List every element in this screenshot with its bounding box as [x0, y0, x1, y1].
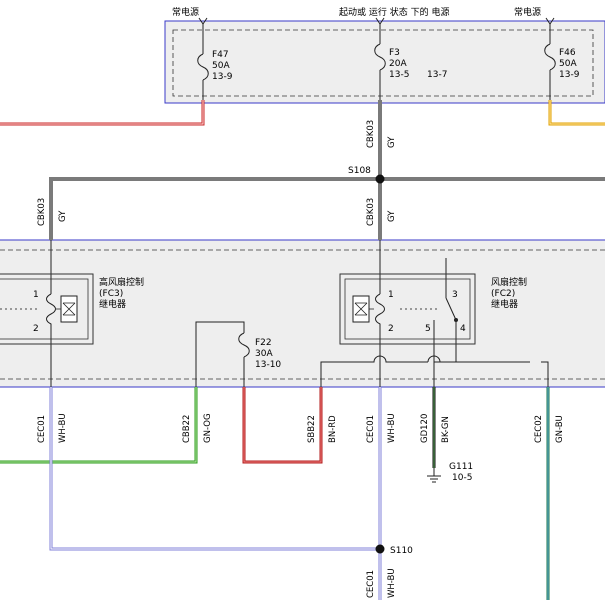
wire-thin-sbb22-route: [320, 355, 428, 387]
fuse-f46-rating: 50A: [559, 59, 577, 69]
fuse-f47-ref: 13-9: [212, 72, 233, 82]
relay-fc2-code: (FC2): [491, 289, 515, 299]
wire-cbk03-left-color: GY: [58, 210, 68, 222]
wire-gd120-circuit: GD120: [420, 414, 430, 443]
ground-name: G111: [449, 462, 473, 472]
wire-sbb22-circuit: SBB22: [307, 415, 317, 443]
wire-green-cbb22-core: [0, 387, 197, 463]
wire-cbk03-mid-circuit: CBK03: [366, 198, 376, 226]
fuse-f22-name: F22: [255, 338, 272, 348]
relay-fc2-pin3: 3: [452, 290, 458, 300]
fuse-f3-rating: 20A: [389, 59, 407, 69]
module-box: [0, 239, 605, 388]
power-label-const-right: 常电源: [514, 6, 541, 18]
fuse-f22: [238, 332, 250, 358]
wire-cbk03-top-circuit: CBK03: [366, 120, 376, 148]
wire-cec01-left-circuit: CEC01: [37, 415, 47, 443]
wire-thin-cec02-route: [440, 361, 549, 387]
wire-blue-cec01-left-core: [50, 387, 380, 550]
relay-fc2-pin2: 2: [388, 324, 394, 334]
fuse-f3-name: F3: [389, 48, 400, 58]
splice-s110-dot: [375, 544, 385, 554]
fuse-f22-ref: 13-10: [255, 360, 281, 370]
ground-symbol: [427, 468, 441, 483]
wire-cec01-bot-color: WH-BU: [387, 568, 397, 598]
splice-s108-dot: [375, 174, 385, 184]
wire-cbb22-circuit: CBB22: [182, 415, 192, 443]
wire-orange-f46: [548, 100, 605, 126]
relay-fc2-pin1: 1: [388, 290, 394, 300]
wire-green-cbb22: [0, 387, 198, 464]
wire-cbk03-left-circuit: CBK03: [37, 198, 47, 226]
wire-red-f47: [0, 100, 205, 126]
fuse-f46-name: F46: [559, 48, 576, 58]
wire-gray-bus: [49, 177, 605, 240]
wire-sbb22-color: BN-RD: [328, 415, 338, 443]
fuse-f3: [374, 23, 386, 100]
wire-red-sbb22-core: [243, 387, 322, 463]
ground-ref: 10-5: [452, 473, 472, 483]
relay-fc3-title: 高风扇控制: [99, 276, 144, 288]
fuse-f47-rating: 50A: [212, 61, 230, 71]
power-label-run-start: 起动或 运行 状态 下的 电源: [339, 6, 449, 18]
relay-fc2-pin5: 5: [425, 324, 431, 334]
wire-cbb22-color: GN-OG: [203, 413, 213, 443]
wire-cec01-mid-color: WH-BU: [387, 413, 397, 443]
fuse-f3-ref: 13-5: [389, 70, 409, 80]
wire-orange-f46-core: [549, 100, 605, 125]
relay-fc3-pin1: 1: [33, 290, 39, 300]
wire-gd120-color: BK-GN: [441, 416, 451, 443]
wire-cec01-bot-circuit: CEC01: [366, 570, 376, 598]
wire-blue-cec01-left: [49, 387, 380, 551]
wire-cec02-color: GN-BU: [555, 415, 565, 443]
splice-s108-label: S108: [348, 166, 371, 176]
relay-fc2-pin4: 4: [460, 324, 466, 334]
wire-cec01-mid-circuit: CEC01: [366, 415, 376, 443]
power-label-const-left: 常电源: [172, 6, 199, 18]
fuse-f47: [197, 23, 209, 100]
splice-s110-label: S110: [390, 546, 413, 556]
relay-fc2-type: 继电器: [491, 298, 518, 310]
wire-cec02-circuit: CEC02: [534, 415, 544, 443]
fuse-f3-ref2: 13-7: [427, 70, 447, 80]
wire-thin-cec02-hop: [427, 355, 441, 363]
fuse-f46: [544, 23, 556, 100]
relay-fc3-type: 继电器: [99, 298, 126, 310]
arrow-f46: [545, 17, 555, 25]
relay-fc3-code: (FC3): [99, 289, 123, 299]
wire-cbk03-top-color: GY: [387, 136, 397, 148]
arrow-f3: [375, 17, 385, 25]
fuse-f22-rating: 30A: [255, 349, 273, 359]
relay-fc3: [0, 273, 94, 345]
arrow-f47: [198, 17, 208, 25]
wire-cbk03-mid-color: GY: [387, 210, 397, 222]
wire-thin-f22-left: [195, 321, 245, 387]
fuse-f46-ref: 13-9: [559, 70, 580, 80]
relay-fc2-title: 风扇控制: [491, 276, 527, 288]
wire-cec01-left-color: WH-BU: [58, 413, 68, 443]
fuse-f47-name: F47: [212, 50, 229, 60]
relay-fc3-pin2: 2: [33, 324, 39, 334]
fuse-box-top-inner: [172, 29, 594, 97]
wire-red-f47-core: [0, 100, 204, 125]
relay-fc2: [339, 273, 476, 345]
